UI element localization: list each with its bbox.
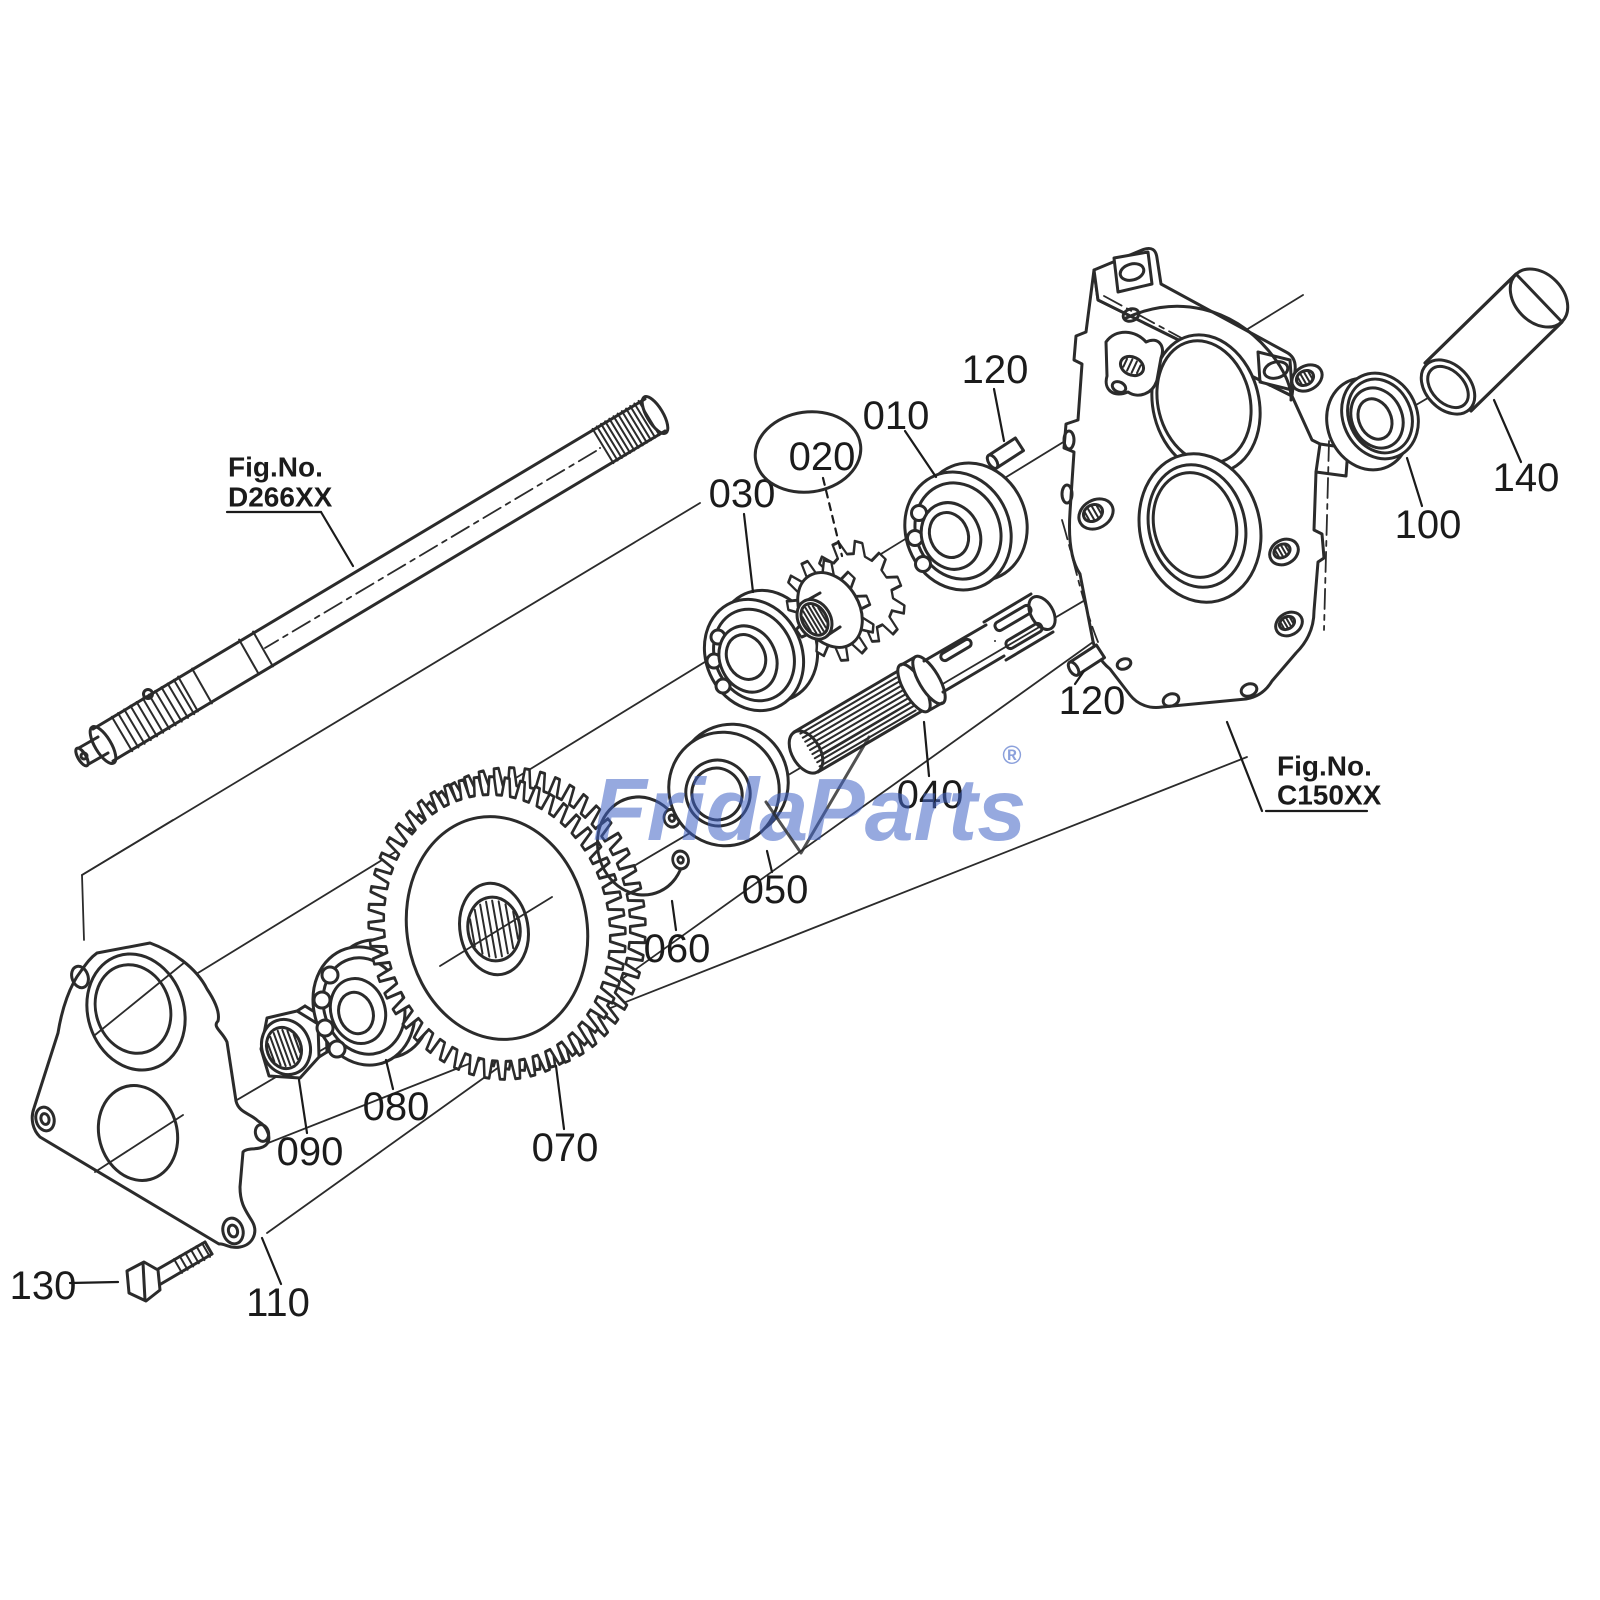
part-label-120-lower: 120 <box>1059 669 1126 723</box>
watermark: Frida Parts ® <box>593 735 1026 859</box>
part-label-110: 110 <box>246 1236 310 1325</box>
watermark-reg-mark: ® <box>1002 740 1022 770</box>
snap-ring-060-drawing <box>595 795 690 897</box>
part-number-text: 120 <box>962 348 1029 392</box>
part-number-text: 070 <box>532 1126 599 1170</box>
part-label-140: 140 <box>1493 398 1560 500</box>
part-number-text: 090 <box>277 1130 344 1174</box>
highlight-ellipse <box>753 410 863 494</box>
part-label-100: 100 <box>1395 456 1462 547</box>
part-label-080: 080 <box>363 1058 430 1129</box>
svg-text:D266XX: D266XX <box>228 482 333 513</box>
part-label-130: 130 <box>10 1264 120 1308</box>
seal-100-drawing <box>1325 371 1420 472</box>
part-number-text: 080 <box>363 1085 430 1129</box>
part-number-text: 130 <box>10 1264 77 1308</box>
part-label-120-upper: 120 <box>962 348 1029 443</box>
race-050-drawing <box>667 722 790 848</box>
part-label-090: 090 <box>277 1078 344 1174</box>
part-number-text: 040 <box>897 773 964 817</box>
svg-text:C150XX: C150XX <box>1277 780 1382 811</box>
gear-case-c150xx-drawing <box>1060 246 1350 709</box>
bolt-130-drawing <box>125 1240 214 1303</box>
part-number-text: 060 <box>644 927 711 971</box>
part-label-010: 010 <box>863 394 938 479</box>
part-number-text: 010 <box>863 394 930 438</box>
svg-text:Fig.No.: Fig.No. <box>1277 751 1372 782</box>
sleeve-140-drawing <box>1419 267 1570 416</box>
part-number-text: 050 <box>742 868 809 912</box>
part-label-070: 070 <box>532 1064 599 1170</box>
part-number-text: 100 <box>1395 503 1462 547</box>
input-shaft-drawing <box>74 395 670 768</box>
part-label-030: 030 <box>709 472 775 594</box>
part-label-020: 020 <box>789 435 856 558</box>
fig-d266xx: Fig.No.D266XX <box>225 452 355 568</box>
pin-120-lower-drawing <box>1066 643 1107 677</box>
part-label-040: 040 <box>897 720 964 817</box>
fig-c150xx: Fig.No.C150XX <box>1225 720 1382 813</box>
part-number-text: 120 <box>1059 679 1126 723</box>
watermark-text-frida: Frida <box>593 760 808 859</box>
watermark-text-parts: Parts <box>806 760 1026 859</box>
cover-plate-110-drawing <box>30 941 271 1249</box>
part-number-text: 110 <box>246 1281 310 1325</box>
part-number-text: 020 <box>789 435 856 479</box>
watermark-check-icon <box>764 735 871 855</box>
locknut-090-drawing <box>259 1004 329 1080</box>
part-label-050: 050 <box>742 849 809 912</box>
svg-text:Fig.No.: Fig.No. <box>228 452 323 483</box>
pinion-020-drawing <box>785 539 906 662</box>
pto-shaft-040-drawing <box>787 592 1057 775</box>
gear-070-drawing <box>367 766 647 1081</box>
part-number-text: 140 <box>1493 456 1560 500</box>
bearing-030-drawing <box>702 588 820 713</box>
bearing-010-drawing <box>903 461 1029 592</box>
part-label-060: 060 <box>644 899 711 971</box>
pin-120-upper-drawing <box>985 436 1026 470</box>
